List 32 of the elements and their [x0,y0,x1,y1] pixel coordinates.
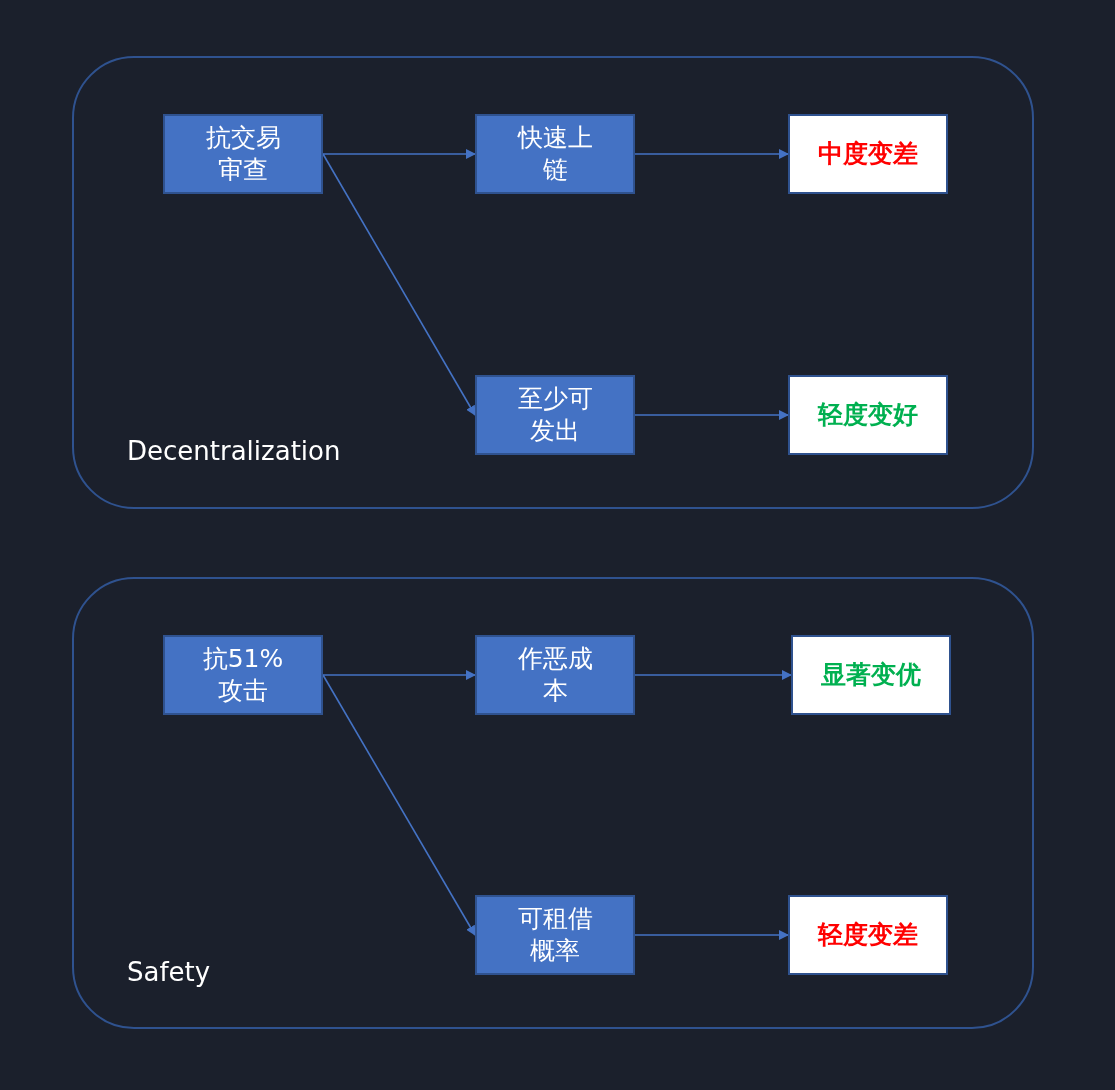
process-box [475,114,635,194]
group-frame [72,56,1034,509]
result-label: 显著变优 [821,659,921,691]
process-box [163,635,323,715]
result-label: 轻度变好 [818,399,918,431]
box-label: 快速上链 [516,122,594,186]
arrow [634,410,789,420]
group-label: Safety [127,957,211,987]
process-box [163,114,323,194]
box-label: 至少可发出 [516,383,594,447]
result-box [788,895,948,975]
group-label: Decentralization [127,436,341,466]
box-label: 抗51%攻击 [201,643,285,707]
result-box [791,635,951,715]
group-frame [72,577,1034,1029]
box-label: 可租借概率 [516,903,594,967]
process-box [475,895,635,975]
arrow [322,153,476,416]
box-label: 作恶成本 [516,643,594,707]
process-box [475,635,635,715]
arrow [322,149,476,159]
result-box [788,114,948,194]
result-box [788,375,948,455]
arrow [634,149,789,159]
result-label: 轻度变差 [818,919,918,951]
box-label: 抗交易审查 [204,122,282,186]
arrow [634,930,789,940]
arrow [322,674,476,936]
process-box [475,375,635,455]
arrow [634,670,792,680]
arrow [322,670,476,680]
result-label: 中度变差 [818,138,918,170]
